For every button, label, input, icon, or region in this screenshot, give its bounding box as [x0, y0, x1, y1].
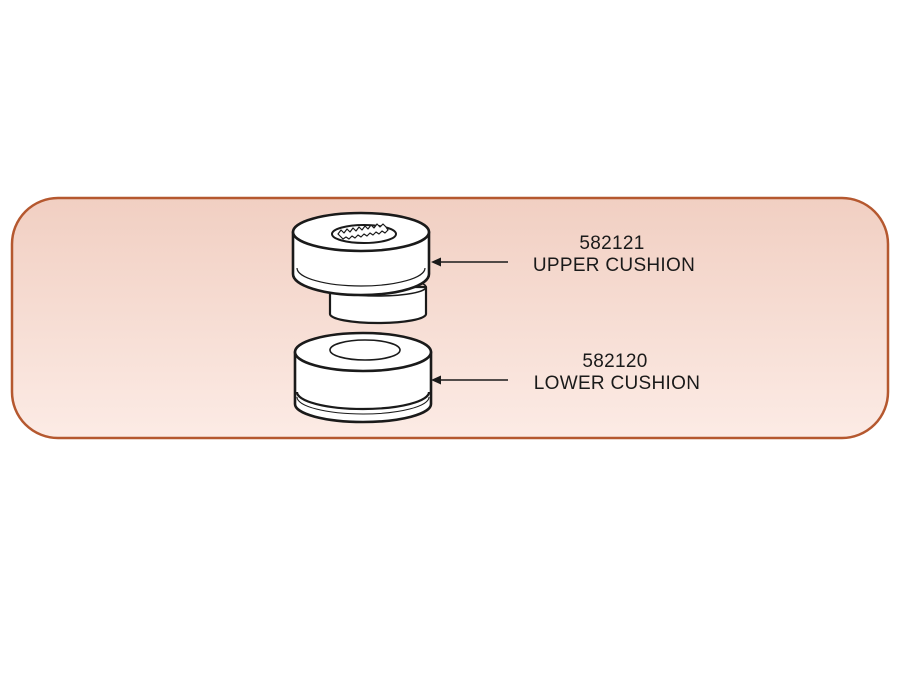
background-panel [10, 196, 890, 440]
lower-cushion-part-number: 582120 [582, 351, 647, 372]
upper-cushion-illustration [291, 211, 431, 325]
upper-cushion-leader-arrow [431, 257, 508, 267]
lower-cushion-name: LOWER CUSHION [534, 373, 700, 394]
upper-cushion-part-number: 582121 [579, 233, 644, 254]
lower-cushion-illustration [293, 331, 433, 424]
lower-cushion-leader-arrow [431, 375, 508, 385]
upper-cushion-name: UPPER CUSHION [533, 255, 695, 276]
